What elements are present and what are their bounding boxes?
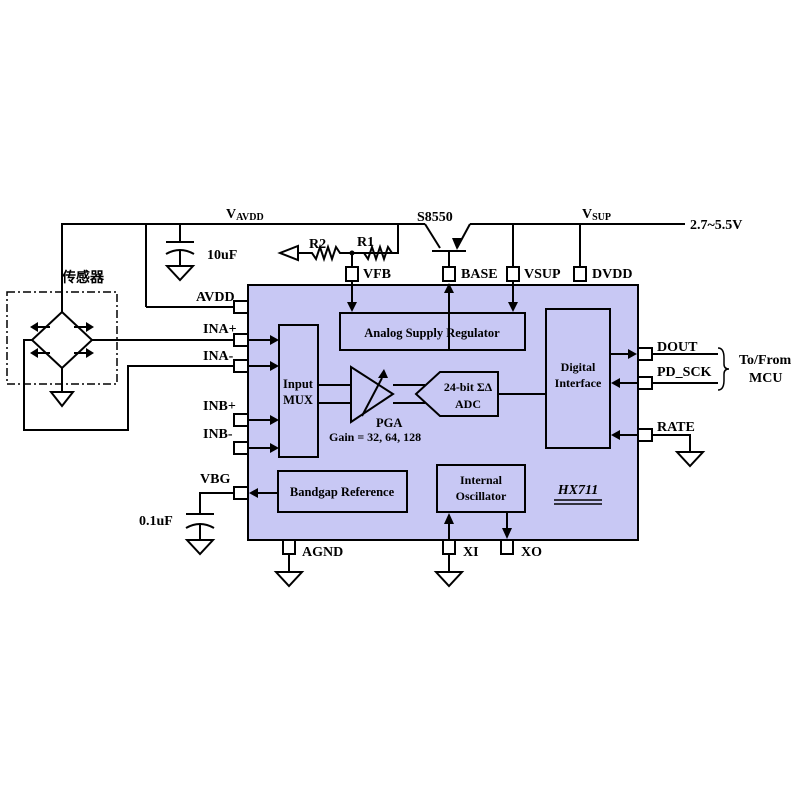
transistor-label: S8550 [417,210,453,225]
ground-symbol-icon [164,265,196,282]
ground-symbol-icon [433,571,465,588]
pin-vsup [506,266,520,282]
pin-vfb [345,266,359,282]
right-pins [610,347,730,468]
pin-dvdd-label: DVDD [592,267,632,282]
ground-symbol-icon [674,451,706,468]
cap-vbg-label: 0.1uF [139,514,173,529]
pin-ina-plus-label: INA+ [203,322,237,337]
digital-label-line1: Digital [561,360,596,374]
bandgap-reference [277,470,408,513]
ground-symbol-icon [277,244,299,262]
digital-interface [545,308,611,449]
r1-label: R1 [357,235,374,250]
internal-oscillator [436,464,526,513]
ground-symbol-icon [273,571,305,588]
ground-symbol-icon [48,391,76,408]
mcu-label-line1: To/From [739,353,791,368]
bottom-pins [273,512,514,588]
pin-base [442,266,456,282]
pin-pd-sck [637,376,653,390]
osc-label-line1: Internal [460,473,503,487]
pin-inb-minus [233,441,249,455]
left-pins [184,300,279,556]
pin-base-label: BASE [461,267,498,282]
regulator-label: Analog Supply Regulator [364,326,500,340]
pin-vbg-label: VBG [200,472,230,487]
pin-inb-minus-label: INB- [203,427,233,442]
pin-ina-minus-label: INA- [203,349,234,364]
pin-dout-label: DOUT [657,340,698,355]
pin-avdd [233,300,249,314]
transistor-arrow-icon [452,238,462,250]
pin-xi-label: XI [463,545,479,560]
r2-resistor [298,243,352,263]
supply-range-label: 2.7~5.5V [690,218,742,233]
pin-agnd-label: AGND [302,545,343,560]
pin-rate-label: RATE [657,420,695,435]
hx711-chip-body [247,284,639,541]
gain-label: Gain = 32, 64, 128 [329,430,421,444]
bandgap-label: Bandgap Reference [290,485,395,499]
pin-inb-plus-label: INB+ [203,399,236,414]
pin-dvdd [573,266,587,282]
r1-resistor [352,243,393,263]
adc-label-line1: 24-bit ΣΔ [444,380,493,394]
mux-label-line2: MUX [283,393,313,407]
pin-vbg [233,486,249,500]
sensor-label: 传感器 [61,269,105,286]
pin-dout [637,347,653,361]
pin-ina-minus [233,359,249,373]
digital-label-line2: Interface [555,376,602,390]
sensor-bridge [6,291,241,431]
labels: VAVDD VSUP S8550 2.7~5.5V 10uF R2 R1 传感器… [61,207,791,560]
vsup-label: VSUP [582,207,611,223]
analog-supply-regulator [339,312,526,351]
vavdd-label: VAVDD [226,207,264,223]
pin-rate [637,428,653,442]
pga-amplifier [350,365,395,424]
osc-label-line2: Oscillator [456,489,507,503]
mcu-brace [717,347,730,391]
supply-wiring [61,223,685,308]
input-mux [278,324,319,458]
pin-xo-label: XO [521,545,542,560]
internal-blocks [249,308,611,513]
pin-vfb-label: VFB [363,267,391,282]
top-pins [345,266,587,314]
mux-label-line1: Input [283,377,314,391]
bridge-diamond [30,310,94,370]
pin-inb-plus [233,413,249,427]
pin-xo [500,539,514,555]
cap-avdd-label: 10uF [207,248,237,263]
adc-label-line2: ADC [455,397,481,411]
pin-vsup-label: VSUP [524,267,561,282]
pga-label: PGA [376,416,402,430]
ground-symbol-icon [184,539,216,556]
pin-xi [442,539,456,555]
r2-label: R2 [309,237,326,252]
chip-name-label: HX711 [557,483,598,498]
pin-agnd [282,539,296,555]
mcu-label-line2: MCU [749,371,782,386]
pin-pd-sck-label: PD_SCK [657,365,712,380]
pin-avdd-label: AVDD [196,290,235,305]
